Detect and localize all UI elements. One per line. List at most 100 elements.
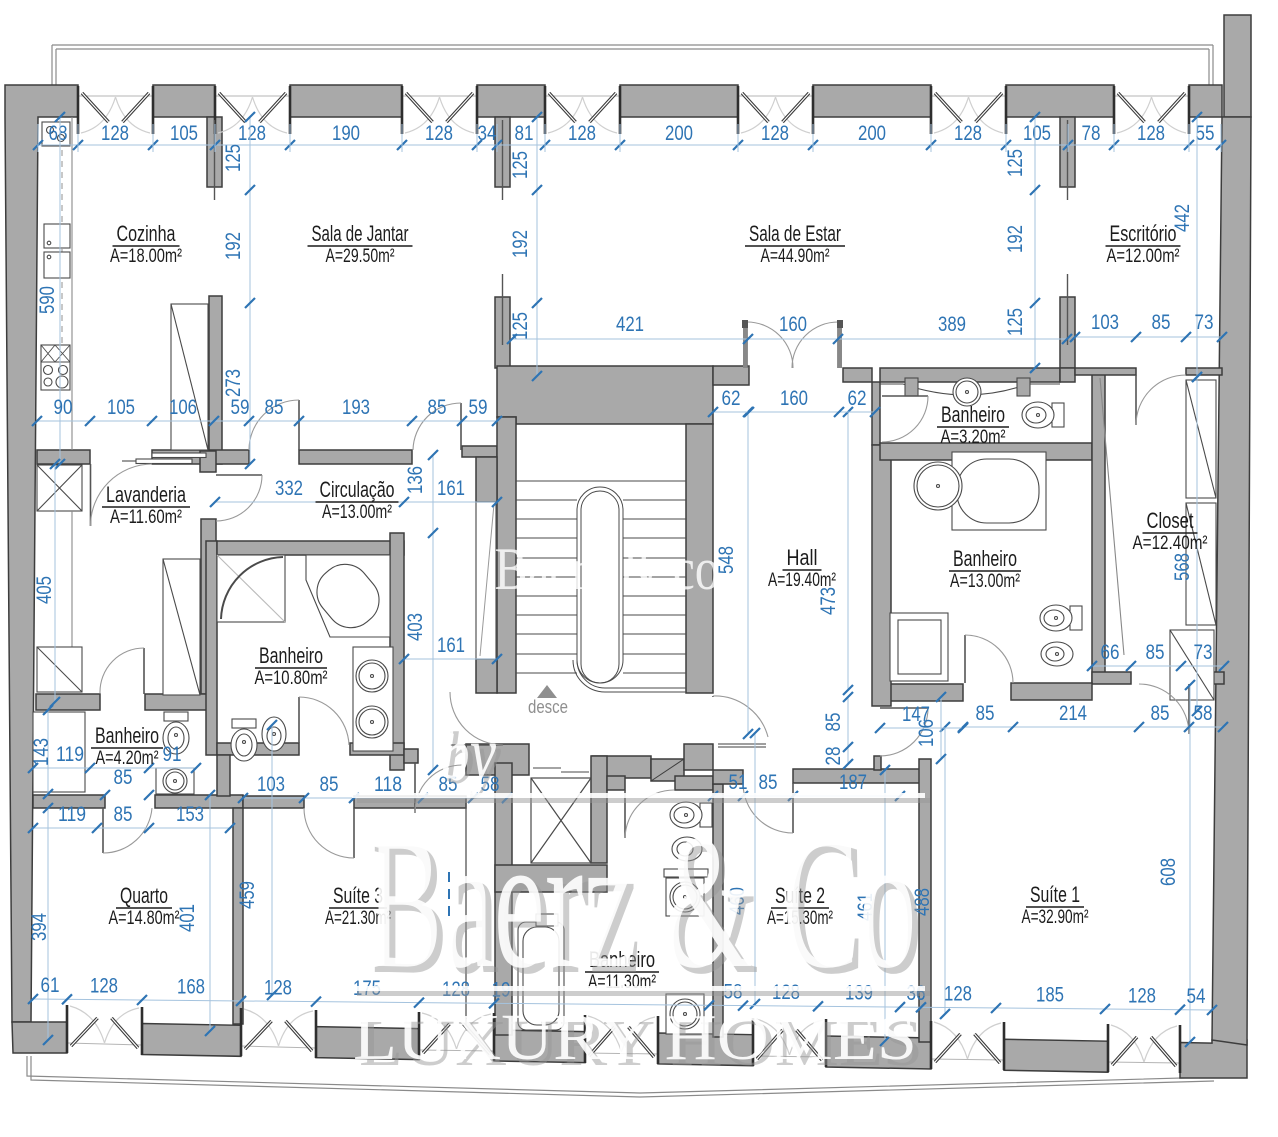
svg-text:608: 608 xyxy=(1157,858,1180,886)
svg-text:125: 125 xyxy=(509,151,532,179)
svg-text:61: 61 xyxy=(41,974,60,997)
svg-text:Escritório: Escritório xyxy=(1110,221,1177,246)
svg-text:473: 473 xyxy=(817,587,840,615)
svg-text:85: 85 xyxy=(114,803,133,826)
svg-text:85: 85 xyxy=(1152,311,1171,334)
svg-text:91: 91 xyxy=(163,743,182,766)
svg-text:128: 128 xyxy=(425,122,453,145)
svg-text:85: 85 xyxy=(265,396,284,419)
svg-text:128: 128 xyxy=(90,975,118,998)
svg-text:125: 125 xyxy=(1004,149,1027,177)
svg-text:118: 118 xyxy=(374,773,402,796)
svg-text:85: 85 xyxy=(114,766,133,789)
svg-text:LUXURY HOMES: LUXURY HOMES xyxy=(359,1007,923,1080)
svg-text:85: 85 xyxy=(1151,702,1170,725)
svg-text:153: 153 xyxy=(176,803,204,826)
svg-text:A=29.50m²: A=29.50m² xyxy=(326,246,395,267)
svg-text:A=18.00m²: A=18.00m² xyxy=(110,246,182,267)
svg-text:58: 58 xyxy=(481,773,500,796)
svg-text:85: 85 xyxy=(822,713,845,732)
svg-text:Baerz & Co: Baerz & Co xyxy=(372,801,923,1014)
svg-text:Hall: Hall xyxy=(787,545,818,570)
svg-text:105: 105 xyxy=(1023,122,1051,145)
svg-text:A=15.30m²: A=15.30m² xyxy=(767,908,833,929)
svg-text:A=12.00m²: A=12.00m² xyxy=(1107,246,1180,267)
svg-text:442: 442 xyxy=(1171,204,1194,232)
svg-text:160: 160 xyxy=(780,387,808,410)
svg-text:34: 34 xyxy=(478,122,497,145)
svg-text:A=3.20m²: A=3.20m² xyxy=(941,427,1006,448)
svg-text:147: 147 xyxy=(902,703,930,726)
svg-text:A=13.00m²: A=13.00m² xyxy=(322,502,392,523)
svg-text:A=21.30m²: A=21.30m² xyxy=(325,908,391,929)
svg-text:73: 73 xyxy=(1195,311,1214,334)
svg-text:85: 85 xyxy=(976,702,995,725)
svg-text:Suíte 3: Suíte 3 xyxy=(333,883,383,908)
svg-text:459: 459 xyxy=(236,881,259,909)
svg-text:332: 332 xyxy=(275,477,303,500)
svg-text:A=44.90m²: A=44.90m² xyxy=(761,246,830,267)
svg-text:128: 128 xyxy=(238,122,266,145)
svg-text:58: 58 xyxy=(1194,702,1213,725)
svg-text:161: 161 xyxy=(437,634,465,657)
svg-text:Closet: Closet xyxy=(1147,508,1194,533)
svg-text:590: 590 xyxy=(36,286,59,314)
svg-text:Baerz & Co: Baerz & Co xyxy=(366,795,917,1008)
svg-text:488: 488 xyxy=(911,888,934,916)
svg-text:62: 62 xyxy=(722,387,741,410)
svg-text:Lavanderia: Lavanderia xyxy=(106,482,187,507)
svg-text:68: 68 xyxy=(49,122,68,145)
svg-text:Sala de Jantar: Sala de Jantar xyxy=(312,221,409,246)
svg-text:A=12.40m²: A=12.40m² xyxy=(1133,533,1208,554)
svg-text:Banheiro: Banheiro xyxy=(95,723,159,748)
svg-text:62: 62 xyxy=(848,387,867,410)
svg-text:59: 59 xyxy=(469,396,488,419)
svg-text:125: 125 xyxy=(1004,308,1027,336)
svg-text:85: 85 xyxy=(428,396,447,419)
svg-text:55: 55 xyxy=(1196,122,1215,145)
svg-text:125: 125 xyxy=(222,144,245,172)
svg-text:73: 73 xyxy=(1194,641,1213,664)
svg-text:LUXURY HOMES: LUXURY HOMES xyxy=(353,1001,917,1074)
svg-text:168: 168 xyxy=(177,975,205,998)
svg-text:119: 119 xyxy=(58,803,86,826)
svg-text:28: 28 xyxy=(822,747,845,766)
svg-text:Quarto: Quarto xyxy=(120,883,168,908)
svg-text:405: 405 xyxy=(33,576,56,604)
svg-text:460: 460 xyxy=(726,887,749,915)
svg-text:273: 273 xyxy=(222,369,245,397)
svg-text:105: 105 xyxy=(107,396,135,419)
svg-text:193: 193 xyxy=(342,396,370,419)
svg-text:200: 200 xyxy=(665,122,693,145)
svg-text:Cozinha: Cozinha xyxy=(117,221,177,246)
svg-text:85: 85 xyxy=(320,773,339,796)
svg-text:Banheiro: Banheiro xyxy=(259,643,323,668)
svg-text:128: 128 xyxy=(944,983,972,1006)
svg-text:187: 187 xyxy=(839,771,867,794)
svg-text:192: 192 xyxy=(222,232,245,260)
svg-text:461: 461 xyxy=(854,893,877,921)
svg-text:128: 128 xyxy=(568,122,596,145)
svg-text:A=4.20m²: A=4.20m² xyxy=(96,748,159,769)
svg-text:85: 85 xyxy=(1146,641,1165,664)
svg-text:Sala de Estar: Sala de Estar xyxy=(749,221,841,246)
svg-text:214: 214 xyxy=(1059,702,1087,725)
svg-text:A=10.80m²: A=10.80m² xyxy=(255,668,328,689)
svg-text:192: 192 xyxy=(509,230,532,258)
svg-text:389: 389 xyxy=(938,313,966,336)
svg-text:A=13.00m²: A=13.00m² xyxy=(950,571,1020,592)
svg-text:103: 103 xyxy=(1091,311,1119,334)
svg-text:59: 59 xyxy=(231,396,250,419)
svg-text:128: 128 xyxy=(1137,122,1165,145)
svg-text:by: by xyxy=(445,718,501,800)
svg-text:568: 568 xyxy=(1171,553,1194,581)
svg-text:160: 160 xyxy=(779,313,807,336)
svg-text:185: 185 xyxy=(1036,983,1064,1006)
svg-text:66: 66 xyxy=(1101,641,1120,664)
svg-text:401: 401 xyxy=(176,904,199,932)
svg-text:119: 119 xyxy=(56,743,84,766)
svg-text:161: 161 xyxy=(437,477,465,500)
svg-text:192: 192 xyxy=(1004,225,1027,253)
svg-text:421: 421 xyxy=(616,313,644,336)
svg-text:A=32.90m²: A=32.90m² xyxy=(1022,907,1089,928)
